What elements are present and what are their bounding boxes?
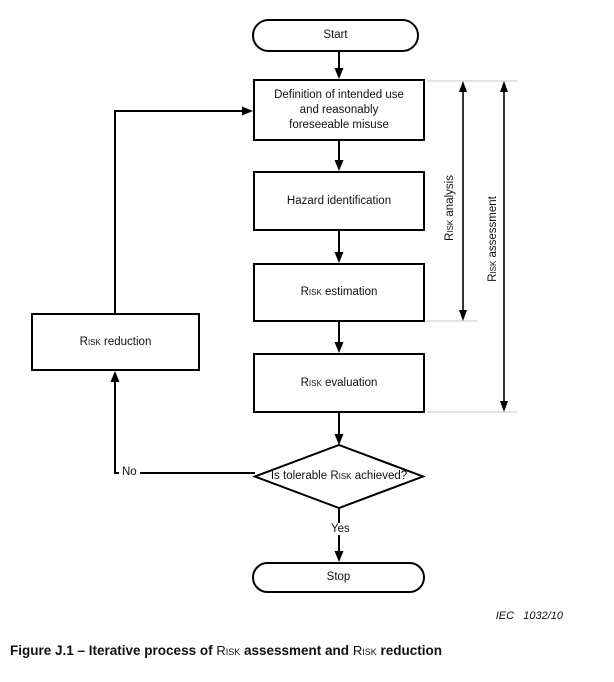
risk-assessment-label: Risk assessment bbox=[487, 196, 499, 282]
risk-reduction-label: Risk reduction bbox=[79, 335, 152, 348]
risk-evaluation-box: Risk evaluation bbox=[253, 353, 425, 413]
no-edge-label: No bbox=[119, 466, 140, 478]
arrowheads bbox=[110, 68, 344, 562]
risk-evaluation-label: Risk evaluation bbox=[300, 376, 378, 389]
start-label: Start bbox=[323, 29, 348, 41]
dimension-arrowheads bbox=[459, 81, 508, 412]
decision-diamond bbox=[252, 443, 426, 510]
risk-analysis-label: Risk analysis bbox=[444, 175, 456, 241]
start-node: Start bbox=[252, 19, 419, 52]
hazard-identification-label: Hazard identification bbox=[286, 194, 392, 207]
risk-reduction-box: Risk reduction bbox=[31, 313, 200, 371]
decision-label: Is tolerable Risk achieved? bbox=[270, 469, 408, 482]
risk-estimation-box: Risk estimation bbox=[253, 263, 425, 322]
risk-estimation-label: Risk estimation bbox=[300, 286, 378, 298]
figure-caption: Figure J.1 – Iterative process of Risk a… bbox=[10, 643, 442, 658]
extension-lines bbox=[427, 80, 517, 413]
definition-label: Definition of intended use and reasonabl… bbox=[274, 88, 404, 131]
yes-edge-label: Yes bbox=[328, 523, 353, 535]
iec-credit: IEC 1032/10 bbox=[495, 610, 563, 622]
stop-label: Stop bbox=[326, 571, 351, 583]
decision-label-wrap: Is tolerable Risk achieved? bbox=[269, 454, 409, 498]
hazard-identification-box: Hazard identification bbox=[253, 171, 425, 231]
definition-box: Definition of intended use and reasonabl… bbox=[253, 79, 425, 141]
stop-node: Stop bbox=[252, 562, 425, 593]
dimension-arrows bbox=[462, 89, 505, 404]
